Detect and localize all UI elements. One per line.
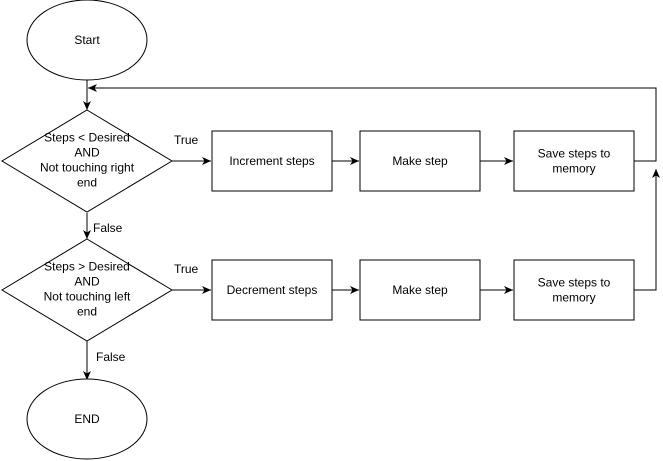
label-line: Make step bbox=[392, 154, 448, 168]
decrement-steps-box bbox=[211, 259, 333, 321]
label-line: Not touching left bbox=[44, 290, 131, 304]
label-line: Decrement steps bbox=[227, 283, 318, 297]
start-terminal bbox=[26, 0, 148, 81]
decrement-steps-label: Decrement steps bbox=[227, 283, 318, 297]
save-steps-1-box bbox=[513, 130, 635, 192]
label-line: Save steps to bbox=[538, 276, 611, 290]
edge-save-1-loop-back bbox=[88, 84, 657, 162]
label-line: end bbox=[77, 305, 97, 319]
label-line: Increment steps bbox=[229, 154, 314, 168]
decision-2-false-label: False bbox=[96, 350, 126, 364]
make-step-2-box bbox=[359, 259, 481, 321]
label-line: AND bbox=[74, 146, 100, 160]
decision-1-diamond bbox=[1, 109, 173, 213]
label-line: END bbox=[74, 412, 100, 426]
decision-2-true-label: True bbox=[174, 262, 199, 276]
label-line: memory bbox=[552, 162, 595, 176]
end-terminal bbox=[26, 378, 148, 460]
end-label: END bbox=[74, 412, 100, 426]
label-line: AND bbox=[74, 275, 100, 289]
make-step-1-label: Make step bbox=[392, 154, 448, 168]
increment-steps-box bbox=[211, 130, 333, 192]
label-line: Not touching right bbox=[40, 161, 135, 175]
label-line: Steps < Desired bbox=[44, 131, 130, 145]
start-label: Start bbox=[74, 33, 100, 47]
make-step-2-label: Make step bbox=[392, 283, 448, 297]
label-line: Save steps to bbox=[538, 147, 611, 161]
label-line: end bbox=[77, 176, 97, 190]
decision-2-diamond bbox=[1, 238, 173, 342]
label-line: Start bbox=[74, 33, 100, 47]
label-line: Steps > Desired bbox=[44, 260, 130, 274]
label-line: memory bbox=[552, 291, 595, 305]
edge-save-2-loop-up bbox=[634, 169, 660, 291]
save-steps-2-box bbox=[513, 259, 635, 321]
decision-1-false-label: False bbox=[93, 221, 123, 235]
make-step-1-box bbox=[359, 130, 481, 192]
label-line: Make step bbox=[392, 283, 448, 297]
decision-1-true-label: True bbox=[174, 133, 199, 147]
increment-steps-label: Increment steps bbox=[229, 154, 314, 168]
